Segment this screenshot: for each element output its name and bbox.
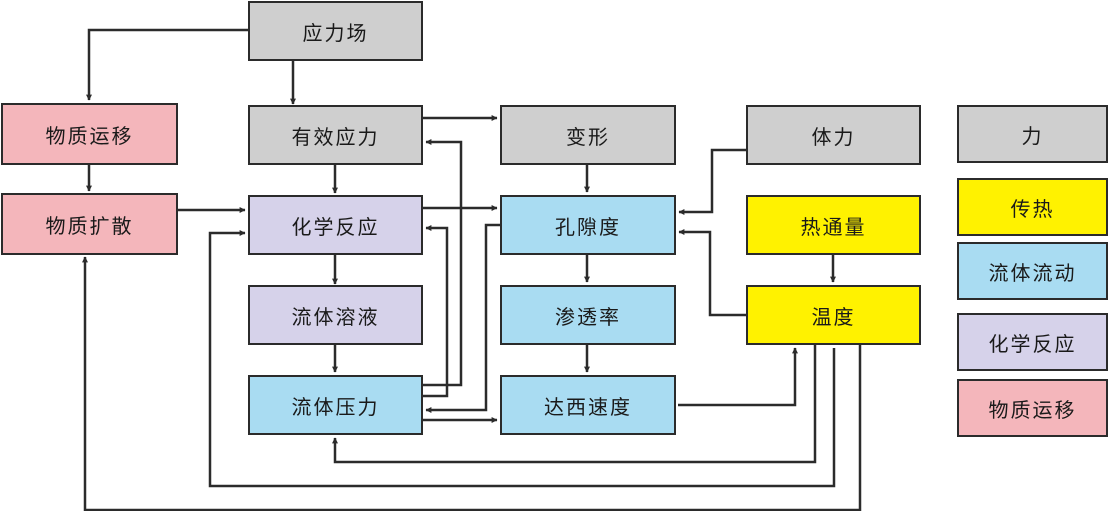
arrow-temperature-to-pressure <box>332 345 817 464</box>
arrow-pressure-to-reaction <box>423 225 449 398</box>
node-stress-field: 应力场 <box>248 1 423 61</box>
node-body-force: 体力 <box>746 105 921 165</box>
node-darcy-velocity: 达西速度 <box>500 375 676 435</box>
arrow-darcy-to-temperature <box>678 347 798 407</box>
node-chemical-reaction: 化学反应 <box>248 195 423 255</box>
node-material-diffusion: 物质扩散 <box>1 193 178 255</box>
arrow-temperature-to-diffusion <box>82 256 862 511</box>
node-temperature: 温度 <box>746 285 921 345</box>
arrow-porosity-to-pressure <box>425 223 500 413</box>
node-material-transport: 物质运移 <box>1 103 178 165</box>
node-fluid-pressure: 流体压力 <box>248 375 423 435</box>
legend-chemical-reaction: 化学反应 <box>957 313 1108 371</box>
arrow-bodyforce-to-porosity <box>678 148 746 215</box>
node-heat-flux: 热通量 <box>746 195 921 255</box>
node-fluid-solution: 流体溶液 <box>248 285 423 345</box>
arrow-temperature-to-reaction <box>208 230 836 488</box>
arrow-stress-to-transport <box>86 28 248 101</box>
legend-force: 力 <box>957 105 1108 163</box>
arrow-temperature-to-porosity <box>678 229 746 317</box>
legend-material-transport: 物质运移 <box>957 379 1108 437</box>
node-effective-stress: 有效应力 <box>248 105 423 165</box>
node-deformation: 变形 <box>500 105 676 165</box>
arrow-pressure-to-effective <box>423 139 463 387</box>
legend-heat-transfer: 传热 <box>957 178 1108 236</box>
node-permeability: 渗透率 <box>500 285 676 345</box>
legend-fluid-flow: 流体流动 <box>957 242 1108 300</box>
node-porosity: 孔隙度 <box>500 195 676 255</box>
